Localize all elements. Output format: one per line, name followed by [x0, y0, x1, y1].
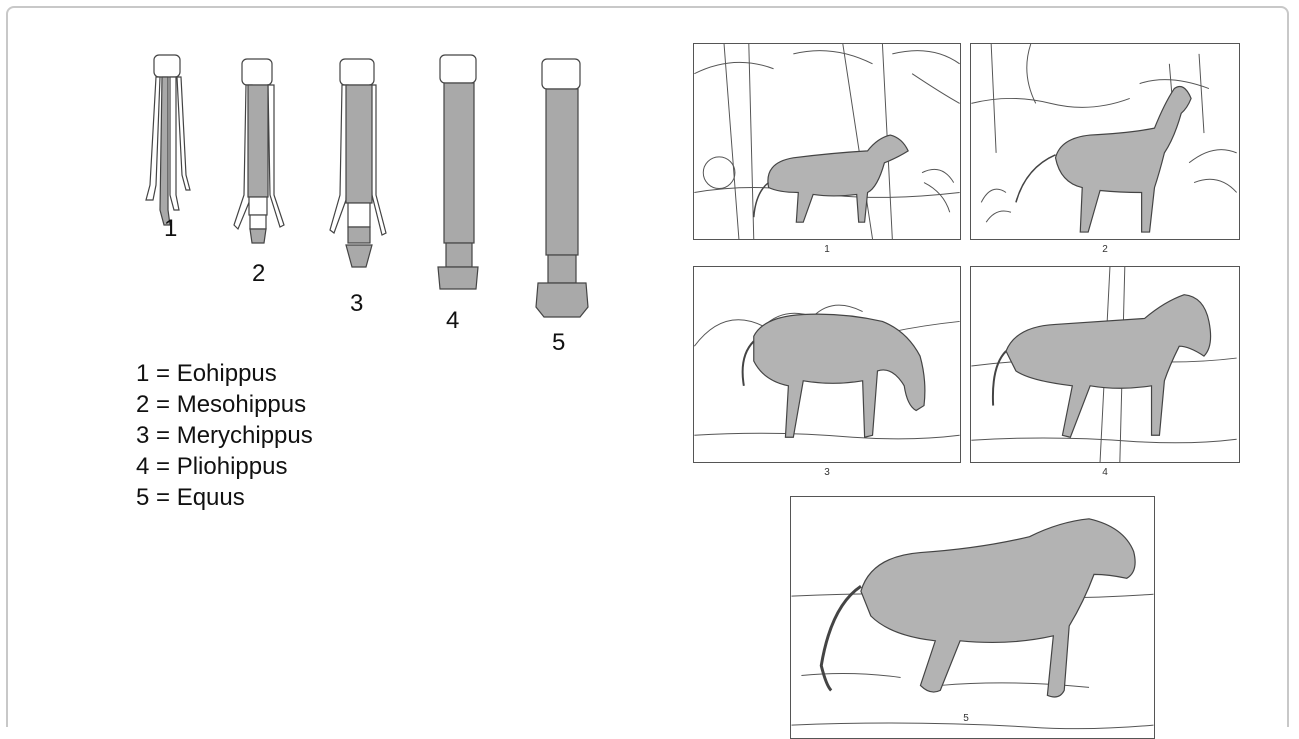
panel-caption-3: 3	[817, 467, 837, 478]
merychippus-illustration	[694, 267, 960, 462]
foot-bones-svg	[120, 45, 640, 365]
equus-illustration	[791, 497, 1154, 738]
bone-label-5: 5	[552, 329, 565, 357]
foot-bones-diagram: 1 2 3 4 5	[120, 45, 640, 365]
horse-panel-1	[693, 43, 961, 240]
pliohippus-illustration	[971, 267, 1239, 462]
panel-caption-2: 2	[1095, 244, 1115, 255]
horse-panel-2	[970, 43, 1240, 240]
bone-label-4: 4	[446, 307, 459, 335]
horse-panel-4	[970, 266, 1240, 463]
panel-caption-4: 4	[1095, 467, 1115, 478]
legend-item: 3 = Merychippus	[136, 420, 313, 451]
bone-pliohippus	[438, 55, 478, 289]
bone-merychippus	[330, 59, 386, 267]
bone-label-1: 1	[164, 215, 177, 243]
panel-caption-1: 1	[817, 244, 837, 255]
bone-eohippus	[146, 55, 190, 225]
bone-label-2: 2	[252, 260, 265, 288]
legend-item: 4 = Pliohippus	[136, 451, 313, 482]
bone-equus	[536, 59, 588, 317]
species-legend: 1 = Eohippus 2 = Mesohippus 3 = Merychip…	[136, 358, 313, 513]
eohippus-illustration	[694, 44, 960, 239]
bone-mesohippus	[234, 59, 284, 243]
mesohippus-illustration	[971, 44, 1239, 239]
legend-item: 2 = Mesohippus	[136, 389, 313, 420]
legend-item: 1 = Eohippus	[136, 358, 313, 389]
panel-caption-5: 5	[956, 713, 976, 724]
bone-label-3: 3	[350, 290, 363, 318]
legend-item: 5 = Equus	[136, 482, 313, 513]
horse-panel-5	[790, 496, 1155, 739]
horse-panel-3	[693, 266, 961, 463]
